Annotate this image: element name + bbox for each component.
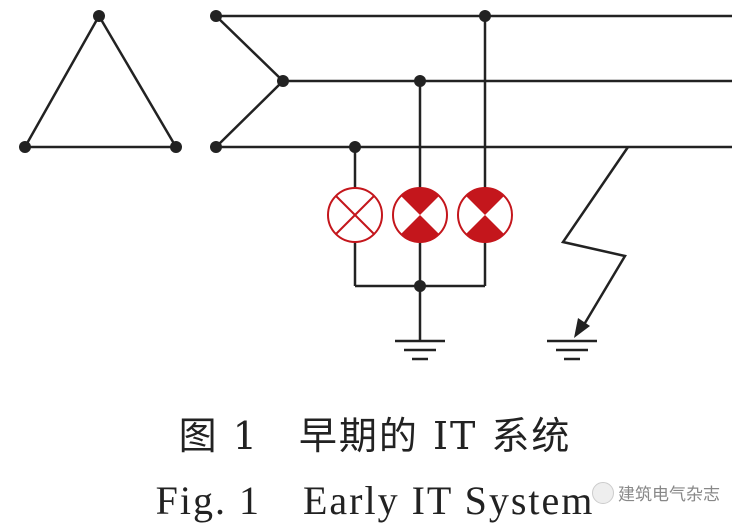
caption-chinese: 图 1 早期的 IT 系统 — [178, 414, 572, 458]
caption-english: Fig. 1 Early IT System — [155, 478, 595, 523]
ground-symbol-2 — [547, 339, 597, 361]
lamp-off — [327, 187, 383, 243]
lamp-lit-2 — [457, 187, 513, 243]
lamp-lit-1 — [392, 187, 448, 243]
junction-dots — [19, 10, 491, 292]
watermark-text: 建筑电气杂志 — [618, 485, 720, 505]
wechat-icon — [592, 481, 614, 504]
watermark: 建筑电气杂志 — [592, 480, 720, 505]
arrow-head — [574, 318, 590, 338]
ground-symbol-1 — [395, 339, 445, 361]
star-connection — [215, 15, 285, 148]
delta-source — [22, 13, 179, 149]
fault-lightning-path — [560, 146, 630, 329]
